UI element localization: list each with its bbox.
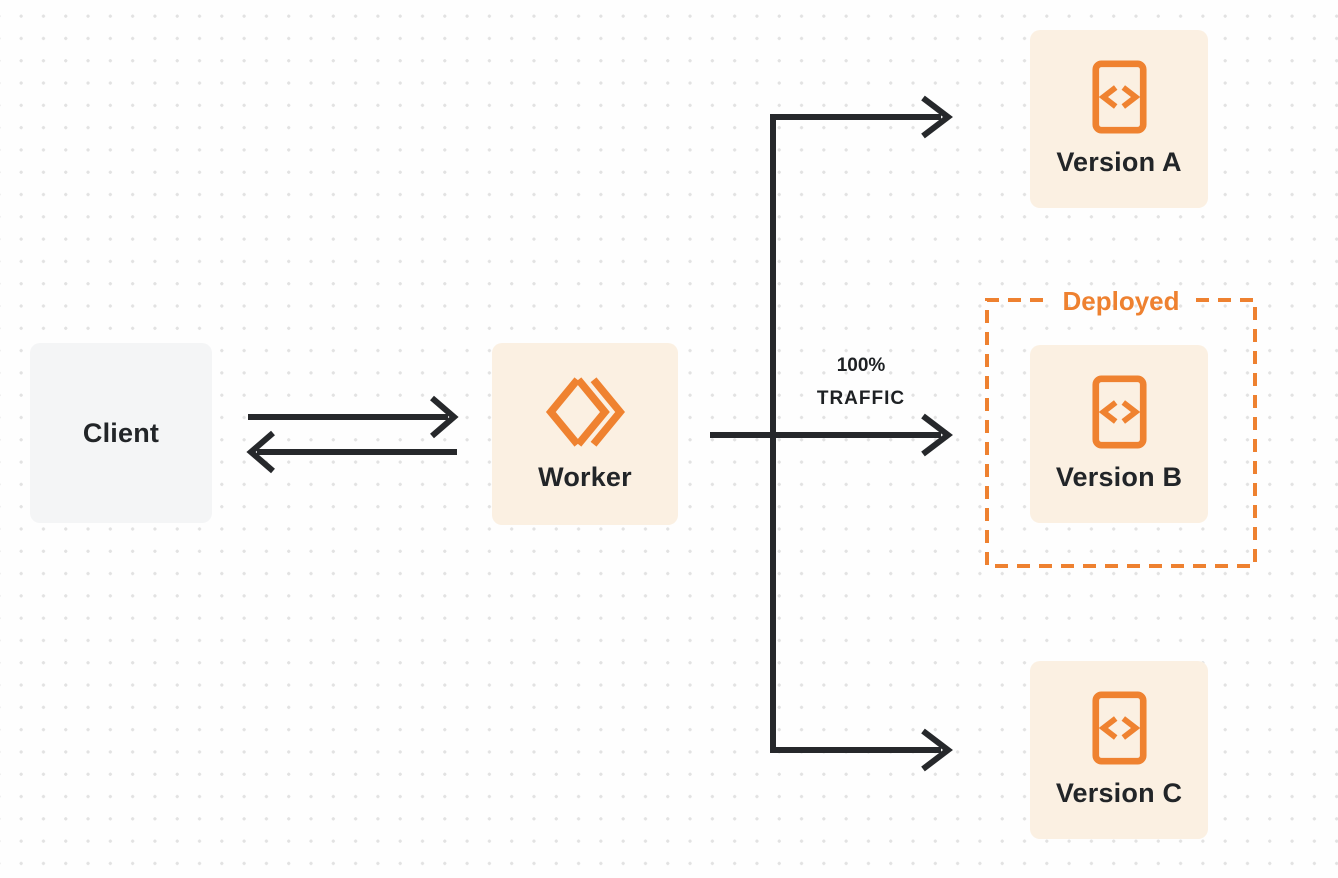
- traffic-label: 100% TRAFFIC: [772, 349, 950, 415]
- traffic-word: TRAFFIC: [816, 388, 906, 409]
- arrowhead-version-a: [921, 95, 953, 139]
- cloudflare-workers-logo-icon: [545, 377, 625, 447]
- worker-label: Worker: [538, 462, 632, 492]
- arrowhead-version-c: [921, 728, 953, 772]
- deployed-label: Deployed: [1062, 286, 1180, 316]
- client-label: Client: [82, 417, 160, 448]
- code-file-icon: [1091, 691, 1147, 765]
- version-a-card: Version A: [1030, 30, 1208, 208]
- client-card: Client: [30, 343, 212, 523]
- arrow-worker-to-client-head: [246, 430, 275, 474]
- worker-card: Worker: [492, 343, 678, 525]
- version-a-label: Version A: [1056, 147, 1182, 177]
- code-file-icon: [1091, 375, 1147, 449]
- version-b-card: Version B: [1030, 345, 1208, 523]
- code-file-icon: [1091, 60, 1147, 134]
- deployed-dashed-border: [985, 298, 1257, 568]
- version-b-label: Version B: [1055, 462, 1183, 492]
- version-c-card: Version C: [1030, 661, 1208, 839]
- branch-line-to-versions: [770, 114, 941, 753]
- version-c-label: Version C: [1055, 778, 1183, 808]
- arrow-client-to-worker-head: [430, 395, 459, 439]
- traffic-percent: 100%: [836, 355, 886, 376]
- arrow-worker-to-version-b-head: [921, 413, 953, 457]
